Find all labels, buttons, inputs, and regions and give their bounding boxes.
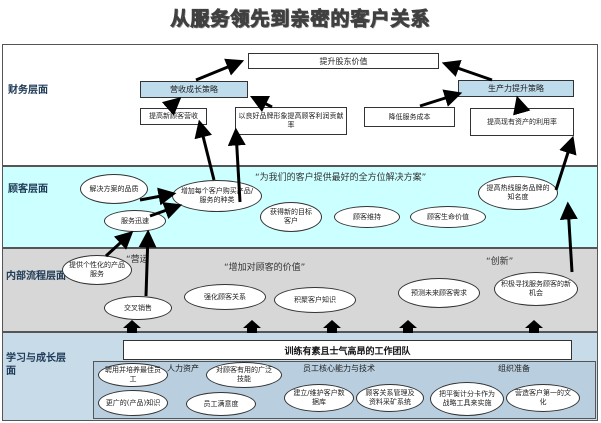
- strengthen-relationship-ellipse: 强化顾客关系: [184, 284, 266, 310]
- customer-database-ellipse: 建立/维护客户数据库: [284, 384, 354, 412]
- forecast-needs-ellipse: 预测未来顾客需求: [398, 278, 480, 308]
- asset-utilization-box: 提高现有资产的利用率: [470, 108, 574, 136]
- layer-label-customer: 顾客层面: [8, 184, 48, 195]
- category-org-label: 组织准备: [498, 364, 530, 373]
- category-capability-label: 员工核心能力与技术: [303, 364, 375, 373]
- hire-staff-ellipse: 聘用并培养最佳员工: [98, 363, 168, 387]
- scorecard-ellipse: 把平衡计分卡作为战略工具来实施: [430, 382, 504, 416]
- cross-selling-ellipse: 交叉销售: [104, 296, 172, 320]
- hotline-brand-ellipse: 提高热线服务品牌的知名度: [478, 176, 558, 210]
- shareholder-value-box: 提升股东价值: [248, 53, 439, 69]
- employee-satisfaction-ellipse: 员工满意度: [186, 392, 256, 416]
- customer-first-culture-ellipse: 营造客户第一的文化: [506, 384, 580, 412]
- page-title: 从服务领先到亲密的客户关系: [170, 8, 431, 31]
- solution-quality-ellipse: 解决方案的品质: [80, 174, 148, 204]
- team-bar: 训练有素且士气高昂的工作团队: [123, 340, 572, 360]
- personalized-service-ellipse: 提供个性化的产品服务: [62, 255, 132, 285]
- innovation-label: “创新”: [486, 257, 514, 267]
- broad-skills-ellipse: 对顾客有用的广泛技能: [206, 362, 282, 388]
- service-cost-box: 降低服务成本: [364, 107, 455, 127]
- revenue-growth-box: 营收成长策略: [140, 81, 248, 98]
- customer-knowledge-ellipse: 积聚客户知识: [274, 287, 356, 313]
- new-opportunity-ellipse: 积极寻找服务顾客的新机会: [494, 272, 578, 306]
- layer-label-process: 内部流程层面: [6, 271, 66, 282]
- customer-lifetime-value-ellipse: 顾客生命价值: [410, 206, 486, 228]
- brand-profit-box: 以良好品牌形象提高顾客利润贡献率: [235, 107, 347, 135]
- layer-label-financial: 财务层面: [8, 85, 48, 96]
- layer-label-learning: 学习与成长层面: [6, 353, 66, 377]
- value-label: “增加对顾客的价值”: [224, 263, 306, 273]
- new-target-customer-ellipse: 获得新的目标客户: [260, 202, 322, 232]
- product-knowledge-ellipse: 更广的(产品)知识: [98, 390, 168, 416]
- operations-label: “营运: [126, 255, 149, 265]
- customer-retention-ellipse: 顾客维持: [334, 206, 400, 228]
- increase-products-ellipse: 增加每个客户购买产品/服务的种类: [172, 180, 262, 212]
- new-customer-revenue-box: 提高新顾客营收: [140, 108, 207, 125]
- category-hr-label: 人力资产: [167, 364, 199, 373]
- productivity-box: 生产力提升策略: [458, 80, 574, 97]
- fast-service-ellipse: 服务迅速: [104, 210, 166, 232]
- crm-system-ellipse: 顾客关系管理及资料采矿系统: [356, 384, 424, 412]
- customer-banner: “为我们的客户提供最好的全方位解决方案”: [255, 173, 427, 183]
